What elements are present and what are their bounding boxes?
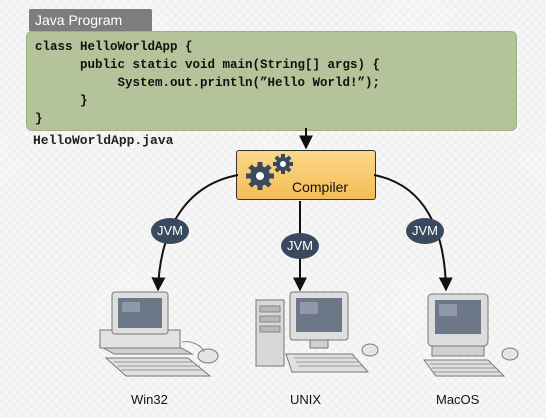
code-line-2: public static void main(String[] args) { <box>35 58 381 72</box>
code-line-3: System.out.println(”Hello World!”); <box>35 76 381 90</box>
jvm-badge-win32: JVM <box>151 218 189 244</box>
code-line-1: class HelloWorldApp { <box>35 40 193 54</box>
platform-label-unix: UNIX <box>290 392 322 407</box>
jvm-badge-unix: JVM <box>281 233 319 259</box>
unix-computer-icon <box>255 291 379 373</box>
arrow-to-win32 <box>151 174 239 292</box>
platform-label-win32: Win32 <box>131 392 168 407</box>
win32-computer-icon <box>98 291 219 377</box>
platform-label-macos: MacOS <box>436 392 480 407</box>
java-program-tag: Java Program <box>29 9 152 31</box>
compiler-label: Compiler <box>292 179 349 195</box>
arrow-to-macos <box>373 174 453 292</box>
code-line-4: } <box>35 94 88 108</box>
source-filename: HelloWorldApp.java <box>33 133 174 148</box>
macos-computer-icon <box>423 293 519 377</box>
code-line-5: } <box>35 112 43 126</box>
code-panel: class HelloWorldApp { public static void… <box>26 31 517 131</box>
jvm-badge-macos: JVM <box>406 218 444 244</box>
gears-icon <box>246 154 293 190</box>
